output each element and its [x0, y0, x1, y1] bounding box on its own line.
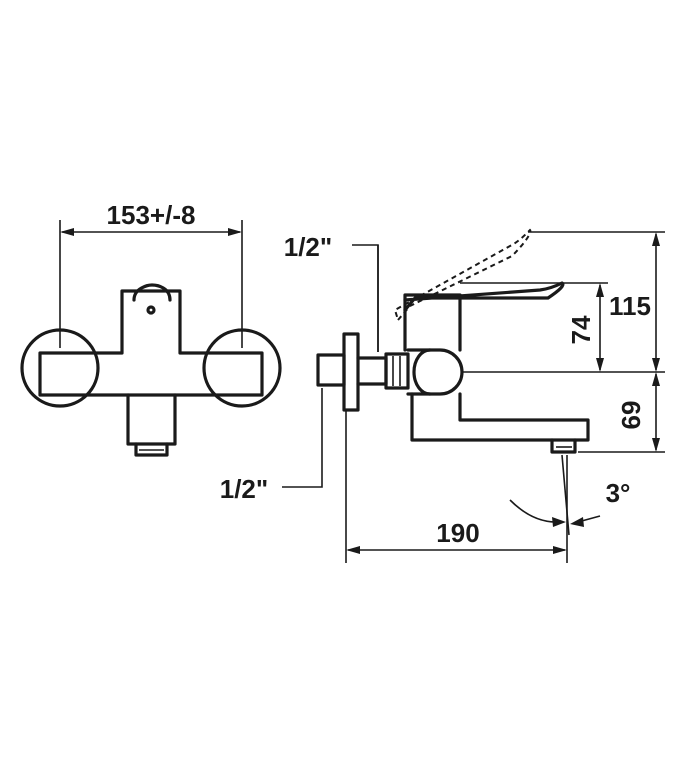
wall-flange	[342, 332, 360, 412]
front-view: 153+/-8	[20, 200, 282, 457]
side-view: 115 74 69 190 3° 1/2" 1/2"	[220, 228, 665, 563]
angle-arc-left	[509, 499, 557, 523]
inlet-bottom-label: 1/2"	[220, 474, 268, 504]
dim-115-label: 115	[609, 291, 651, 321]
angle-label: 3°	[606, 478, 631, 508]
cartridge-head	[403, 293, 462, 352]
eccentric-pipe	[356, 356, 388, 386]
lever-raised	[393, 228, 532, 323]
spout-aerator	[550, 438, 577, 454]
union-nut	[384, 352, 410, 390]
front-body	[38, 289, 264, 397]
dim-190-label: 190	[436, 518, 479, 548]
front-spout	[126, 393, 177, 446]
front-aerator	[134, 442, 169, 457]
dim-69-label: 69	[616, 401, 646, 430]
inlet-bottom-leader	[282, 388, 323, 488]
inlet-top-label: 1/2"	[284, 232, 332, 262]
spout-body	[410, 392, 590, 442]
inlet-top-leader	[352, 244, 379, 352]
inlet-connector	[316, 353, 346, 387]
front-lever-screw	[146, 305, 156, 315]
front-width-label: 153+/-8	[107, 200, 196, 230]
front-lever	[132, 283, 172, 302]
body-cylinder	[406, 348, 464, 396]
angle-line	[561, 454, 570, 536]
dim-74-label: 74	[566, 315, 596, 344]
